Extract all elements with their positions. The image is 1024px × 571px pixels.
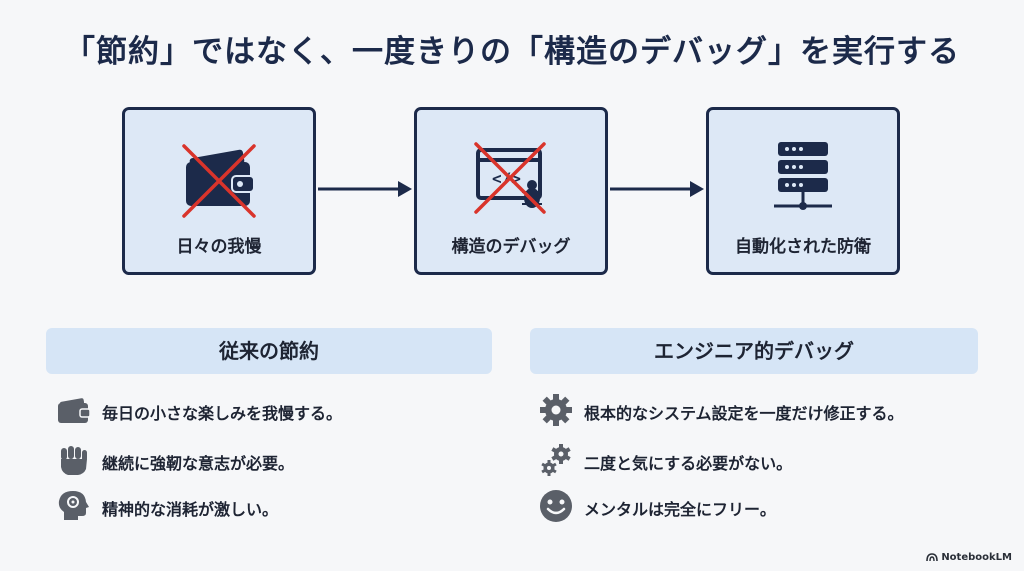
gear-icon: [540, 394, 572, 426]
head-gears-icon: [58, 491, 89, 520]
notebooklm-logo-icon: [926, 553, 939, 562]
list-item-text: メンタルは完全にフリー。: [584, 500, 776, 519]
flow-step-structure-debug: </> 構造のデバッグ: [414, 107, 608, 275]
wallet-icon: [58, 398, 91, 423]
list-item-text: 二度と気にする必要がない。: [584, 454, 793, 473]
brand-watermark: NotebookLM: [926, 552, 1012, 563]
list-item-text: 精神的な消耗が激しい。: [102, 500, 279, 519]
right-panel-heading: エンジニア的デバッグ: [530, 328, 978, 374]
fist-icon: [61, 446, 87, 475]
flow-step-automated-defense: 自動化された防衛: [706, 107, 900, 275]
list-item-text: 根本的なシステム設定を一度だけ修正する。: [584, 404, 904, 423]
flow-step-daily-endurance: 日々の我慢: [122, 107, 316, 275]
flow-arrow: [610, 181, 704, 197]
wallet-crossed-icon: [182, 144, 256, 218]
brand-name: NotebookLM: [941, 552, 1012, 563]
smiley-icon: [540, 490, 572, 522]
debug-window-crossed-icon: </>: [474, 142, 546, 214]
gears-icon: [541, 444, 571, 476]
flow-step-label: 自動化された防衛: [735, 237, 871, 257]
flow-arrow: [318, 181, 412, 197]
flow-step-label: 日々の我慢: [176, 237, 262, 257]
left-panel-heading: 従来の節約: [46, 328, 492, 374]
flow-step-label: 構造のデバッグ: [451, 237, 571, 257]
list-item-text: 継続に強靭な意志が必要。: [102, 454, 295, 473]
server-stack-icon: [774, 142, 832, 210]
list-item-text: 毎日の小さな楽しみを我慢する。: [102, 404, 343, 423]
page-title: 「節約」ではなく、一度きりの「構造のデバッグ」を実行する: [64, 34, 960, 70]
